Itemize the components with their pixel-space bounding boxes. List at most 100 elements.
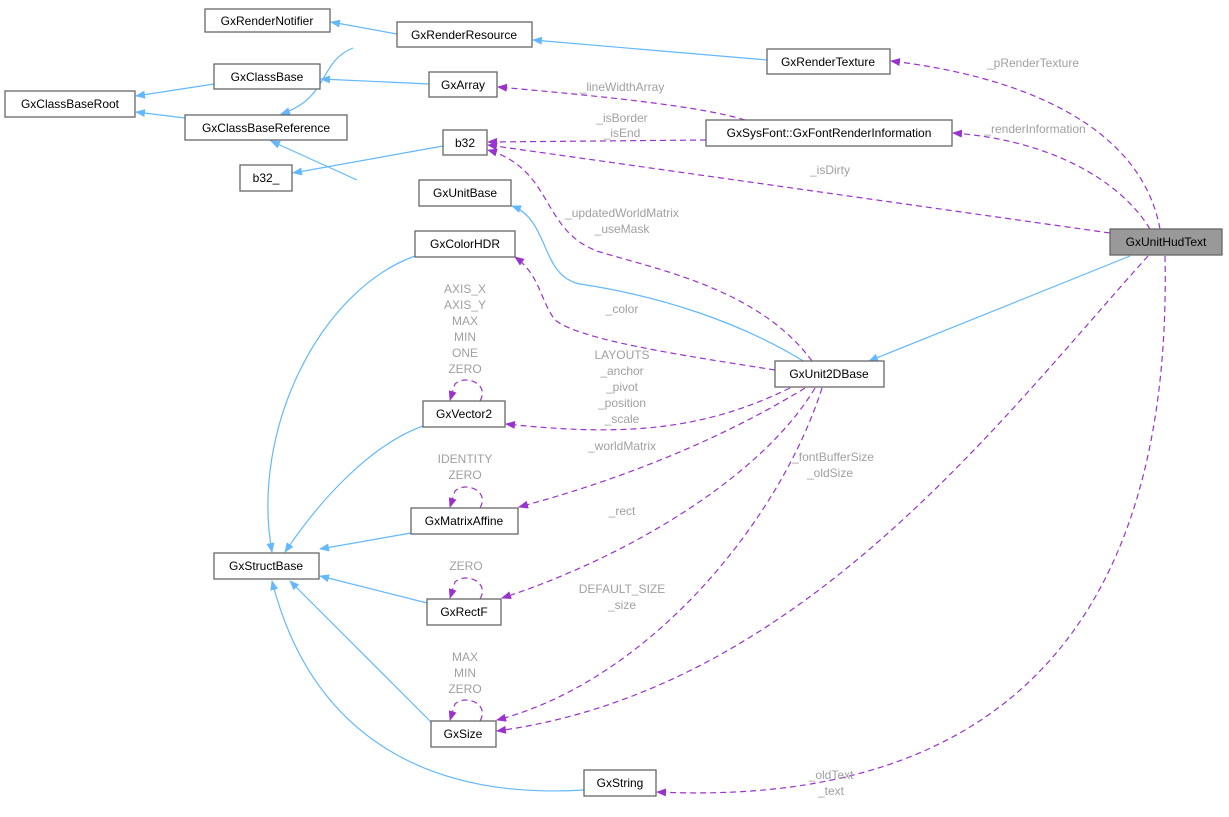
edge-renderresource-rendernotifier (330, 19, 398, 35)
node-label: GxRectF (440, 605, 487, 619)
node-gxrendertexture[interactable]: GxRenderTexture (766, 48, 891, 75)
label-size-static: MIN (454, 666, 476, 680)
edge-rectf-self (448, 577, 483, 600)
node-gxrendernotifier[interactable]: GxRenderNotifier (204, 8, 331, 33)
label-text-member: _oldText (808, 768, 854, 782)
node-gxclassbasereference[interactable]: GxClassBaseReference (184, 114, 348, 141)
edge-unithudtext-unit2dbase (868, 255, 1131, 362)
node-gxunit2dbase[interactable]: GxUnit2DBase (774, 360, 885, 388)
node-label: GxClassBaseRoot (21, 97, 120, 111)
node-label: GxRenderTexture (781, 55, 875, 69)
label-vec2-member: _anchor (599, 364, 643, 378)
edge-size-structbase (289, 580, 432, 723)
node-label: GxColorHDR (430, 237, 500, 251)
member-edges (448, 58, 1166, 797)
node-gxunitbase[interactable]: GxUnitBase (418, 179, 512, 207)
edge-fontinfo-b32 (487, 137, 707, 146)
node-gxsize[interactable]: GxSize (430, 720, 497, 748)
label-rect: _rect (608, 504, 636, 518)
edge-hud-b32 (487, 142, 1111, 234)
node-gxmatrixaffine[interactable]: GxMatrixAffine (410, 507, 519, 535)
label-rect-static: ZERO (449, 559, 482, 573)
node-label: GxStructBase (229, 559, 303, 573)
node-label: GxSysFont::GxFontRenderInformation (727, 126, 932, 140)
node-b32[interactable]: b32 (442, 129, 488, 156)
node-gxrenderresource[interactable]: GxRenderResource (396, 21, 533, 48)
edge-vector2-self (448, 379, 483, 402)
node-label: b32 (455, 136, 475, 150)
edge-classbasereference-classbaseroot (135, 109, 186, 119)
label-vec2-static: MIN (454, 330, 476, 344)
edge-rectf-structbase (319, 574, 428, 604)
edge-colorhdr-structbase (266, 255, 416, 553)
edge-unit2d-rectf (501, 387, 816, 600)
label-vec2-static: ONE (452, 346, 478, 360)
nodes: GxRenderNotifier GxRenderResource GxRend… (4, 8, 1223, 797)
edge-hud-fontrenderinfo (952, 129, 1151, 230)
label-isend: _isEnd (603, 126, 641, 140)
node-label: GxUnitHudText (1126, 235, 1207, 249)
node-gxarray[interactable]: GxArray (428, 71, 498, 98)
node-label: b32_ (253, 171, 280, 185)
node-b32_[interactable]: b32_ (239, 164, 293, 192)
node-label: GxClassBaseReference (202, 121, 330, 135)
edge-unit2d-size (496, 387, 823, 722)
label-size-2d: DEFAULT_SIZE (579, 582, 665, 596)
edge-hud-rendertexture (890, 58, 1161, 230)
edge-unitbase-classbasereference (270, 140, 358, 181)
label-renderinformation: _renderInformation (983, 122, 1085, 136)
node-label: GxUnitBase (433, 186, 497, 200)
node-label: GxVector2 (436, 407, 492, 421)
node-label: GxArray (441, 78, 485, 92)
node-label: GxSize (444, 727, 483, 741)
label-updatedworldmatrix: _updatedWorldMatrix (564, 206, 679, 220)
label-size-static: ZERO (448, 682, 481, 696)
label-worldmatrix: _worldMatrix (587, 439, 656, 453)
edge-hud-string (656, 255, 1166, 797)
edge-unit2d-matrixaffine (518, 387, 806, 509)
label-color: _color (605, 302, 639, 316)
label-isborder: _isBorder (595, 111, 647, 125)
node-label: GxClassBase (231, 70, 304, 84)
label-vec2-static: MAX (452, 314, 478, 328)
node-label: GxRenderNotifier (221, 14, 314, 28)
edge-hud-size (496, 255, 1149, 734)
inheritance-edges (135, 19, 1131, 792)
edge-matrixaffine-structbase (319, 532, 412, 552)
edge-unit2d-vector2 (505, 387, 791, 431)
node-label: GxString (597, 776, 644, 790)
node-gxvector2[interactable]: GxVector2 (422, 400, 506, 428)
label-vec2-member: _pivot (605, 380, 639, 394)
label-vec2-member: _position (597, 396, 646, 410)
node-gxcolorhdr[interactable]: GxColorHDR (414, 230, 516, 258)
node-label: GxRenderResource (411, 28, 517, 42)
edge-matrixaffine-self (448, 486, 483, 509)
node-gxfontrenderinformation[interactable]: GxSysFont::GxFontRenderInformation (705, 119, 953, 147)
label-vec2-member: LAYOUTS (594, 348, 649, 362)
node-gxstructbase[interactable]: GxStructBase (213, 552, 320, 580)
label-isdirty: _isDirty (809, 163, 850, 177)
edge-vector2-structbase (284, 425, 424, 553)
edge-labels: _pRenderTexture _lineWidthArray _isBorde… (438, 56, 1086, 798)
edge-unit2d-b32 (487, 148, 813, 362)
edge-classbase-classbaseroot (135, 83, 215, 99)
label-vec2-static: ZERO (448, 362, 481, 376)
node-gxunithudtext[interactable]: GxUnitHudText (1109, 228, 1223, 256)
node-gxrectf[interactable]: GxRectF (426, 598, 502, 626)
label-size-2d: _size (607, 598, 636, 612)
edge-string-structbase (270, 580, 585, 792)
edge-array-classbase (320, 75, 430, 85)
node-gxclassbase[interactable]: GxClassBase (213, 63, 321, 90)
node-gxclassbaseroot[interactable]: GxClassBaseRoot (4, 90, 136, 118)
edge-unit2dbase-unitbase (511, 205, 806, 363)
label-usemask: _useMask (594, 222, 651, 236)
label-mat-static: IDENTITY (438, 452, 493, 466)
label-vec2-static: AXIS_X (444, 282, 486, 296)
label-vec2-static: AXIS_Y (444, 298, 486, 312)
label-linewidtharray: _lineWidthArray (579, 80, 665, 94)
node-gxstring[interactable]: GxString (583, 769, 657, 797)
edge-b32-b32_ (292, 145, 444, 176)
edge-rendertexture-renderresource (532, 36, 768, 61)
label-prendertexture: _pRenderTexture (986, 56, 1079, 70)
